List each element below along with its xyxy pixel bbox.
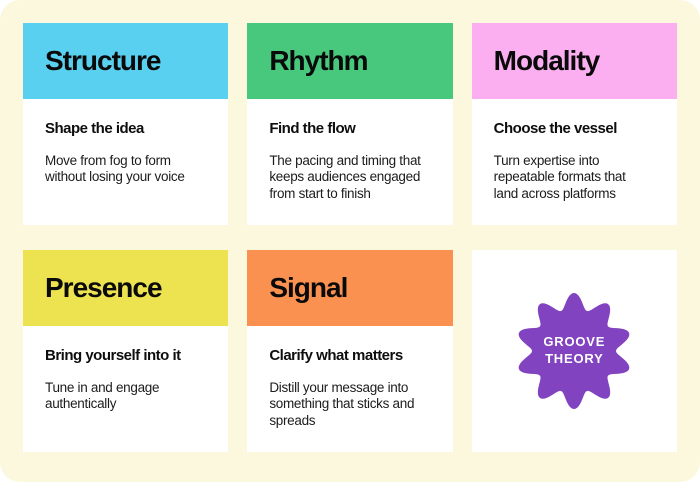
card-rhythm-body: Find the flow The pacing and timing that… — [247, 99, 452, 202]
card-modality-subtitle: Choose the vessel — [493, 120, 618, 137]
badge-line-2: THEORY — [545, 351, 604, 366]
card-presence-title: Presence — [45, 272, 163, 303]
groove-theory-badge: GROOVE THEORY — [514, 291, 634, 411]
card-signal-header: Signal — [247, 250, 453, 326]
seal-shape — [518, 293, 630, 409]
card-presence-subtitle: Bring yourself into it — [45, 347, 181, 364]
card-structure: Structure Shape the idea Move from fog t… — [23, 23, 229, 225]
card-rhythm-subtitle: Find the flow — [269, 120, 356, 137]
card-presence-description: Tune in and engage authentically — [45, 380, 160, 412]
card-modality-title: Modality — [493, 45, 601, 76]
groove-theory-label: GROOVE THEORY — [514, 291, 634, 411]
card-signal-title: Signal — [269, 272, 348, 303]
card-signal-body: Clarify what matters Distill your messag… — [247, 326, 452, 429]
card-modality-body: Choose the vessel Turn expertise into re… — [472, 99, 677, 202]
card-structure-subtitle: Shape the idea — [45, 120, 144, 137]
card-signal-subtitle: Clarify what matters — [269, 347, 403, 364]
card-rhythm: Rhythm Find the flow The pacing and timi… — [247, 23, 453, 225]
card-modality-header: Modality — [471, 23, 677, 99]
card-structure-header: Structure — [23, 23, 229, 99]
card-modality-description: Turn expertise into repeatable formats t… — [493, 153, 626, 201]
card-structure-body: Shape the idea Move from fog to form wit… — [23, 99, 228, 186]
card-structure-title: Structure — [45, 45, 161, 76]
card-structure-description: Move from fog to form without losing you… — [45, 153, 185, 185]
card-presence-header: Presence — [23, 250, 229, 326]
card-rhythm-title: Rhythm — [269, 45, 368, 76]
card-rhythm-header: Rhythm — [247, 23, 453, 99]
badge-line-1: GROOVE — [543, 334, 606, 350]
card-presence-body: Bring yourself into it Tune in and engag… — [23, 326, 228, 413]
card-signal: Signal Clarify what matters Distill your… — [247, 250, 453, 452]
card-groove-theory: GROOVE THEORY — [471, 250, 677, 452]
card-modality: Modality Choose the vessel Turn expertis… — [471, 23, 677, 225]
card-rhythm-description: The pacing and timing that keeps audienc… — [269, 153, 421, 201]
card-presence: Presence Bring yourself into it Tune in … — [23, 250, 229, 452]
seal-starburst-icon — [518, 293, 630, 409]
card-signal-description: Distill your message into something that… — [269, 380, 415, 428]
